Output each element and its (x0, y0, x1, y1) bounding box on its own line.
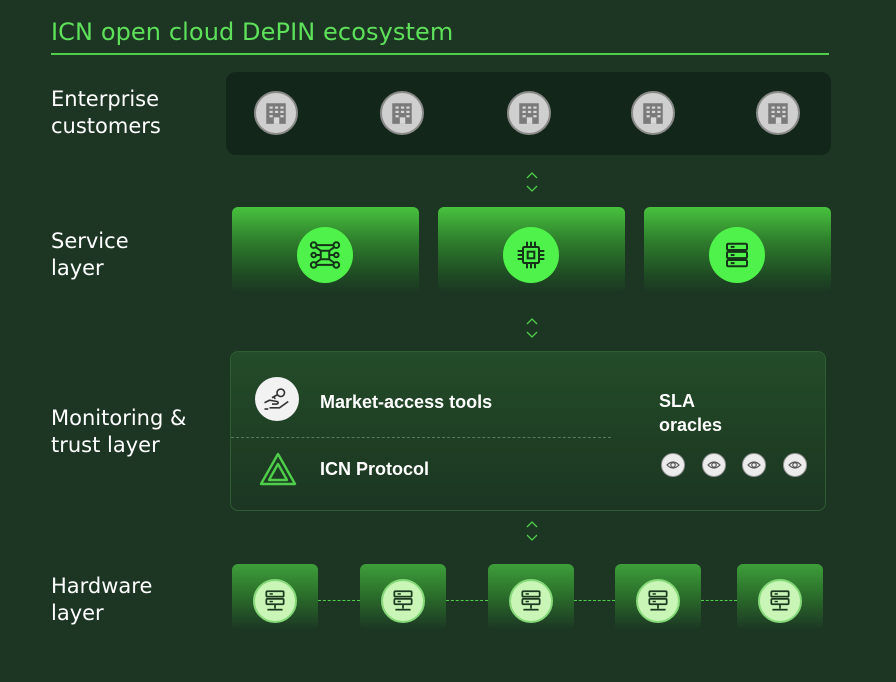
eye-icon (661, 453, 685, 477)
building-icon (380, 91, 424, 135)
label-line: customers (51, 114, 161, 138)
monitoring-layer-label: Monitoring & trust layer (51, 405, 186, 459)
server-icon (636, 579, 680, 623)
label-line: trust layer (51, 433, 160, 457)
title-underline (51, 53, 829, 55)
enterprise-layer-label: Enterprise customers (51, 86, 161, 140)
building-icon (756, 91, 800, 135)
hardware-node-card (737, 564, 823, 630)
server-icon (381, 579, 425, 623)
chip-icon (503, 227, 559, 283)
market-access-tools-label: Market-access tools (320, 392, 493, 412)
label-line: Service (51, 229, 129, 253)
building-icon (507, 91, 551, 135)
hand-key-icon (255, 377, 299, 421)
label-line: layer (51, 601, 104, 625)
server-icon (253, 579, 297, 623)
hardware-node-card (488, 564, 574, 630)
dashed-connector (574, 600, 615, 601)
service-card (232, 207, 419, 293)
dashed-connector (701, 600, 737, 601)
label-line: Monitoring & (51, 406, 187, 430)
eye-icon (742, 453, 766, 477)
monitoring-trust-panel: Market-access tools ICN Protocol SLA ora… (230, 351, 826, 511)
dashed-connector (446, 600, 488, 601)
up-down-arrows-icon (526, 172, 538, 192)
building-icon (631, 91, 675, 135)
eye-icon (783, 453, 807, 477)
hardware-layer-label: Hardware layer (51, 573, 152, 627)
enterprise-customers-panel (226, 72, 831, 155)
icn-protocol-label: ICN Protocol (320, 459, 430, 479)
hardware-node-card (232, 564, 318, 630)
dashed-divider (231, 437, 611, 438)
up-down-arrows-icon (526, 318, 538, 338)
service-card (644, 207, 831, 293)
hardware-node-card (360, 564, 446, 630)
hardware-node-card (615, 564, 701, 630)
server-icon (758, 579, 802, 623)
server-icon (509, 579, 553, 623)
icn-protocol-logo-icon (259, 452, 297, 486)
eye-icon (702, 453, 726, 477)
up-down-arrows-icon (526, 521, 538, 541)
label-line: layer (51, 256, 104, 280)
service-card (438, 207, 625, 293)
page-title: ICN open cloud DePIN ecosystem (51, 18, 454, 46)
server-stack-icon (709, 227, 765, 283)
label-line: Hardware (51, 574, 153, 598)
service-layer-label: Service layer (51, 228, 129, 282)
dashed-connector (318, 600, 360, 601)
label-line: Enterprise (51, 87, 160, 111)
building-icon (254, 91, 298, 135)
sla-oracles-label: SLA oracles (659, 389, 722, 437)
network-nodes-icon (297, 227, 353, 283)
label-line: oracles (659, 415, 723, 435)
label-line: SLA (659, 391, 695, 411)
